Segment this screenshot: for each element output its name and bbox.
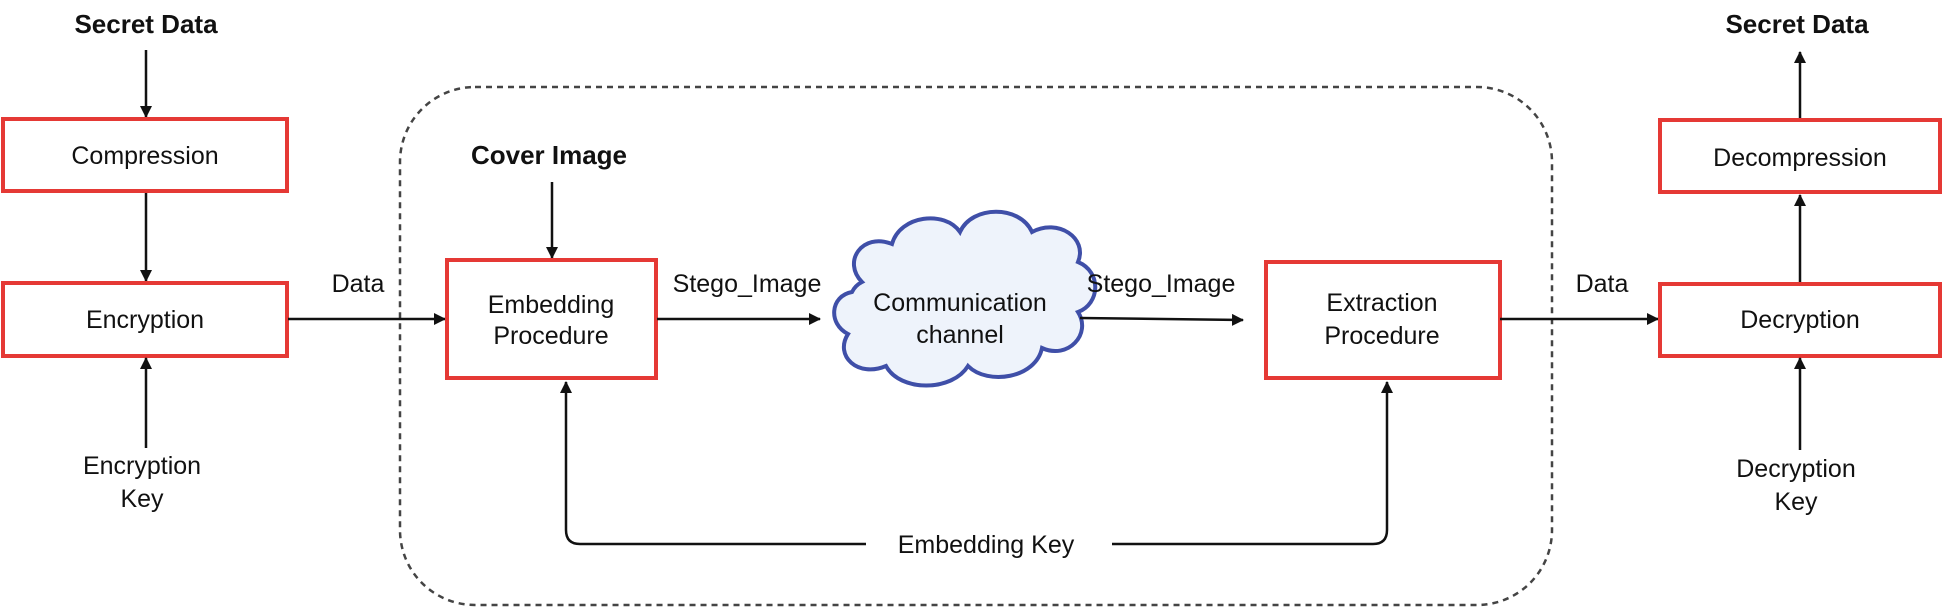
embedding-label-line1: Embedding [488, 291, 614, 319]
decryption-label: Decryption [1740, 306, 1860, 334]
encryption-key-label-line2: Key [120, 485, 164, 513]
encryption-label: Encryption [86, 306, 204, 334]
decryption-key-label-line1: Decryption [1736, 455, 1856, 483]
embedding-key-line-left [560, 381, 866, 546]
compression-label: Compression [71, 142, 218, 170]
encryption-box [1, 281, 289, 358]
cover-image-label: Cover Image [471, 140, 627, 170]
channel-label-line1: Communication [873, 289, 1047, 317]
embedding-label-line2: Procedure [493, 322, 608, 350]
stego-image-out-label: Stego_Image [673, 270, 822, 298]
compression-box [1, 117, 289, 193]
decryption-box [1658, 282, 1942, 358]
embedding-key-line-right [1112, 381, 1393, 546]
encryption-key-label-line1: Encryption [83, 452, 201, 480]
extraction-procedure-box [1264, 260, 1502, 380]
embedding-key-label: Embedding Key [898, 531, 1075, 559]
stego-system-region [398, 85, 1554, 607]
channel-label-line2: channel [916, 321, 1004, 349]
data-left-label: Data [332, 270, 385, 298]
secret-data-output-label: Secret Data [1725, 9, 1869, 39]
decompression-box [1658, 118, 1942, 194]
extraction-label-line1: Extraction [1326, 289, 1437, 317]
secret-data-input-label: Secret Data [74, 9, 218, 39]
embedding-procedure-box [445, 258, 658, 380]
data-right-label: Data [1576, 270, 1629, 298]
decompression-label: Decompression [1713, 144, 1887, 172]
decryption-key-label-line2: Key [1774, 488, 1818, 516]
extraction-label-line2: Procedure [1324, 322, 1439, 350]
stego-image-in-label: Stego_Image [1087, 270, 1236, 298]
communication-channel-cloud [832, 209, 1098, 388]
channel-to-extraction-arrow [1079, 313, 1244, 326]
